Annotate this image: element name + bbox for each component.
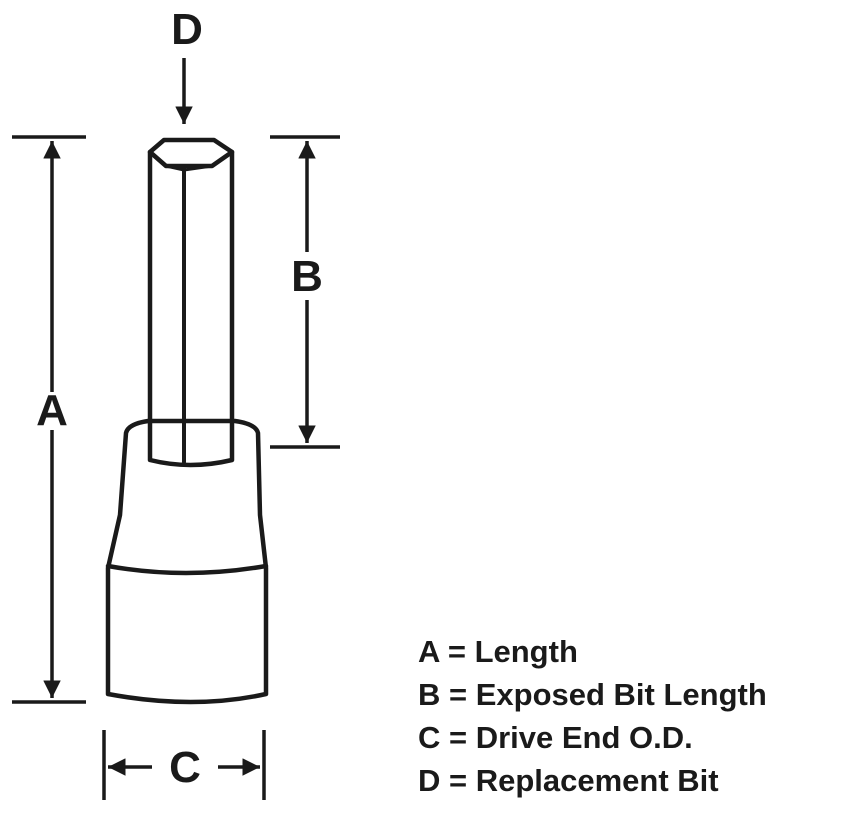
socket-outline [105, 137, 269, 705]
socket-collar-line [105, 563, 269, 576]
legend-item-c: C = Drive End O.D. [418, 720, 693, 755]
hex-bit-facet [164, 164, 214, 172]
dim-label-c: C [169, 743, 201, 792]
hex-bit-top [147, 137, 235, 169]
dimension-legend: A = Length B = Exposed Bit Length C = Dr… [418, 630, 767, 802]
socket-body [105, 418, 269, 705]
legend-item-d: D = Replacement Bit [418, 763, 719, 798]
hex-bit-shaft [147, 149, 235, 468]
dimension-lines [12, 58, 340, 800]
dim-label-b: B [291, 252, 323, 301]
dim-label-a: A [36, 386, 68, 435]
dim-label-d: D [171, 5, 203, 54]
legend-item-b: B = Exposed Bit Length [418, 677, 767, 712]
legend-item-a: A = Length [418, 634, 578, 669]
